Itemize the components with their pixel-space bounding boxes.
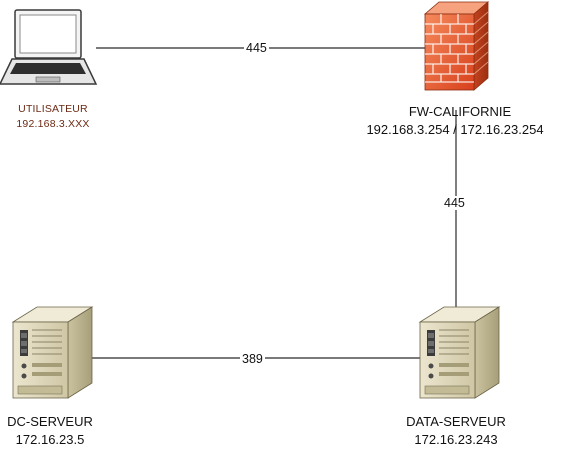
firewall-ip-label: 192.168.3.254 / 172.16.23.254 [366, 122, 544, 137]
port-label-user-firewall: 445 [244, 41, 269, 55]
user-ip-label: 192.168.3.XXX [16, 118, 90, 130]
port-label-dc-data-server: 389 [240, 352, 265, 366]
port-label-firewall-data-server: 445 [442, 196, 467, 210]
data-server-name-label: DATA-SERVEUR [406, 414, 506, 429]
user-name-label: UTILISATEUR [18, 103, 88, 115]
firewall-name-label: FW-CALIFORNIE [408, 104, 512, 119]
data-server-ip-label: 172.16.23.243 [414, 432, 498, 447]
dc-server-ip-label: 172.16.23.5 [15, 432, 85, 447]
dc-server-name-label: DC-SERVEUR [7, 414, 93, 429]
server-icon [11, 306, 94, 399]
server-icon [418, 306, 501, 399]
laptop-icon [0, 9, 98, 85]
firewall-icon [423, 1, 490, 91]
